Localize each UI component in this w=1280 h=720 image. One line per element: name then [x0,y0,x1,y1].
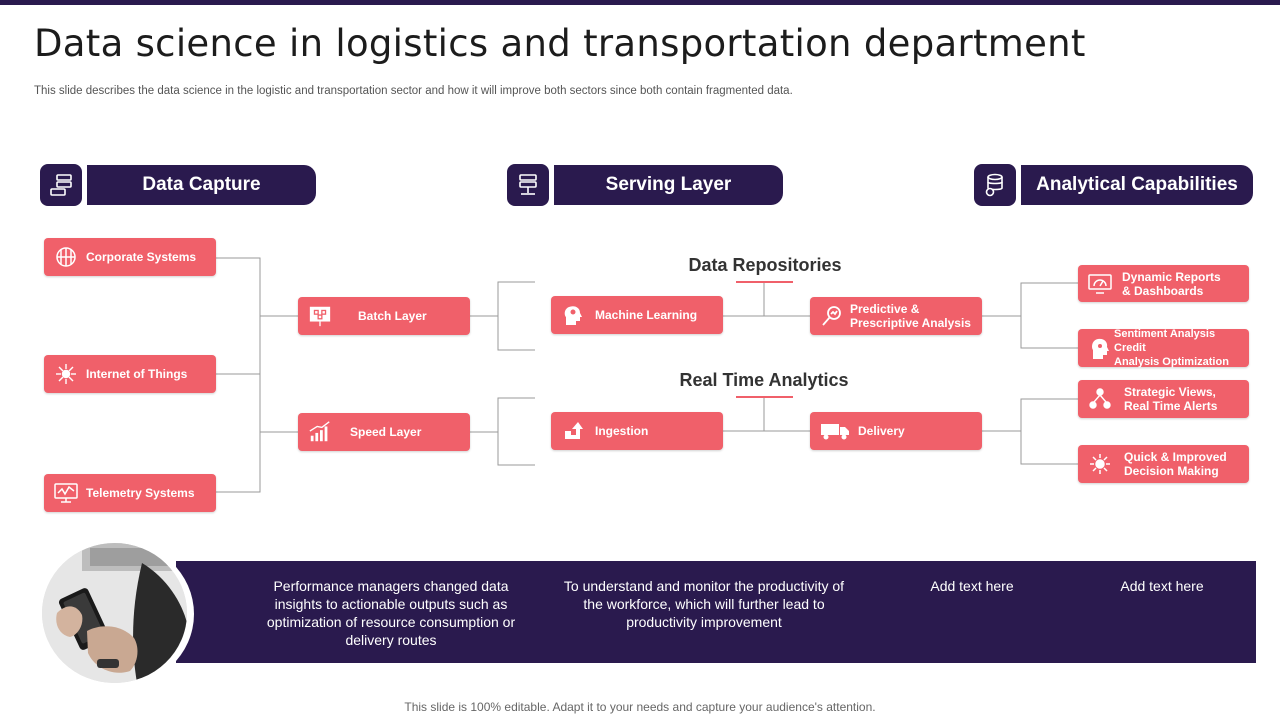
growth-chart-icon [308,420,332,444]
node-quick-decision: Quick & Improved Decision Making [1078,445,1249,483]
building-icon [54,245,78,269]
node-predictive-analysis: Predictive & Prescriptive Analysis [810,297,982,335]
band-text-4: Add text here [1120,578,1204,594]
footer-note: This slide is 100% editable. Adapt it to… [404,700,876,714]
node-telemetry-systems: Telemetry Systems [44,474,216,512]
data-repositories-heading: Data Repositories [688,255,842,275]
real-time-analytics-underline [736,396,793,398]
node-internet-of-things: Internet of Things [44,355,216,393]
bottom-info-band [176,561,1256,663]
network-icon [54,362,78,386]
gear-idea-icon [1088,452,1112,476]
page-title: Data science in logistics and transporta… [34,22,1086,65]
server-icon [507,164,549,206]
page-subtitle: This slide describes the data science in… [34,85,793,97]
band-text-1: Performance managers changed data insigh… [266,578,516,648]
magnifier-chart-icon [820,304,844,328]
database-gear-icon [974,164,1016,206]
node-ingestion: Ingestion [551,412,723,450]
head-emotion-icon [1088,336,1112,360]
top-accent-bar [0,0,1280,5]
node-dynamic-reports: Dynamic Reports & Dashboards [1078,265,1249,302]
node-batch-layer: Batch Layer [298,297,470,335]
node-strategic-views: Strategic Views, Real Time Alerts [1078,380,1249,418]
truck-icon [820,419,850,443]
arrow-up-right-icon [561,419,585,443]
database-icon [40,164,82,206]
real-time-analytics-heading: Real Time Analytics [679,370,849,390]
band-text-3: Add text here [930,578,1014,594]
data-repositories-underline [736,281,793,283]
monitor-chart-icon [54,481,78,505]
node-speed-layer: Speed Layer [298,413,470,451]
node-corporate-systems: Corporate Systems [44,238,216,276]
smartphone-photo [42,543,187,683]
analytical-capabilities-header: Analytical Capabilities [1021,165,1253,205]
band-text-2: To understand and monitor the productivi… [563,578,845,630]
node-sentiment-analysis: Sentiment Analysis Credit Analysis Optim… [1078,328,1249,368]
node-delivery: Delivery [810,412,982,450]
node-machine-learning: Machine Learning [551,296,723,334]
presentation-board-icon [308,304,332,328]
brain-head-icon [561,303,585,327]
dashboard-icon [1088,272,1112,296]
serving-layer-header: Serving Layer [554,165,783,205]
data-capture-header: Data Capture [87,165,316,205]
strategy-nodes-icon [1088,387,1112,411]
